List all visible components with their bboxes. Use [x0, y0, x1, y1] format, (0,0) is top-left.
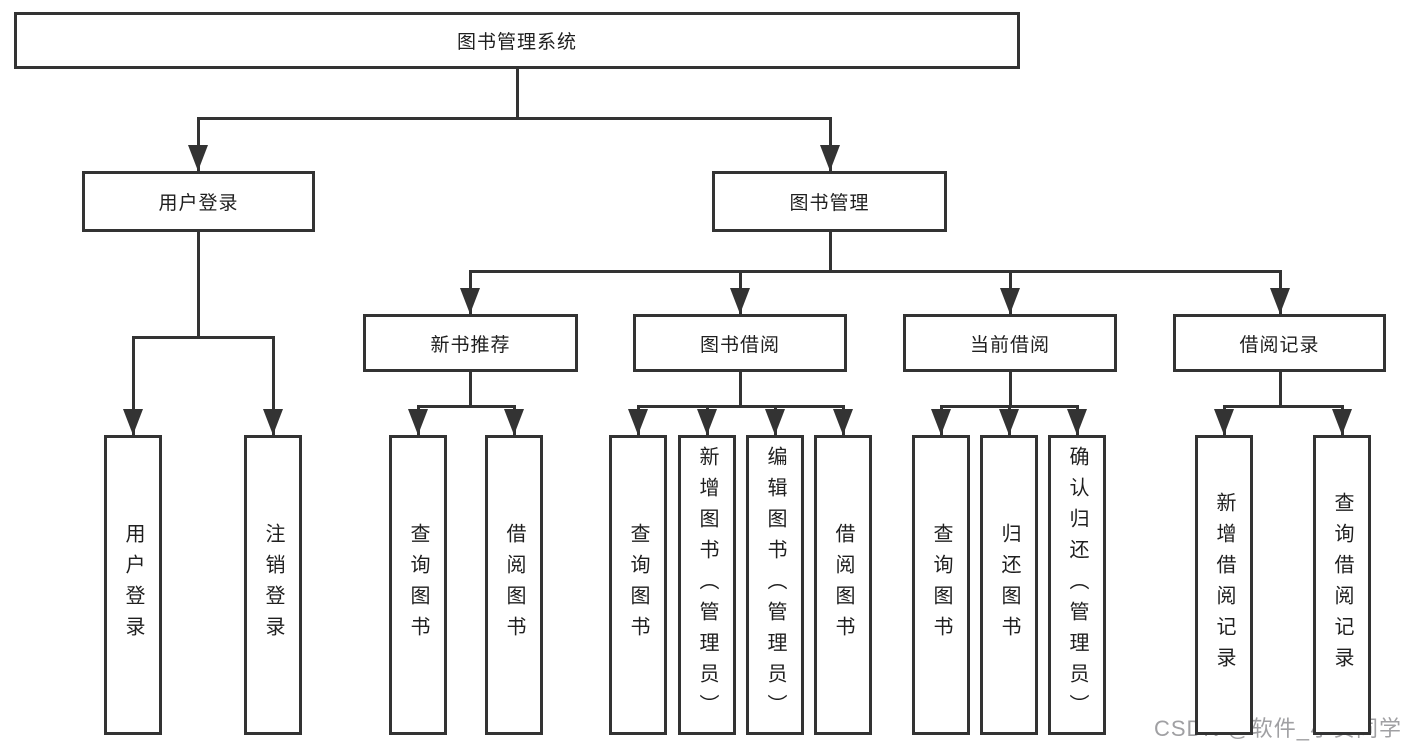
node-user-login: 用户登录	[82, 171, 315, 232]
arrow-down-icon	[628, 409, 648, 435]
connector-line	[829, 117, 832, 171]
connector-line	[829, 232, 832, 273]
connector-line	[417, 405, 516, 408]
arrow-down-icon	[931, 409, 951, 435]
connector-line	[637, 405, 845, 408]
node-leaf-bb-edit: 编辑图书（管理员）	[746, 435, 804, 735]
node-leaf-nbr-query: 查询图书	[389, 435, 447, 735]
arrow-down-icon	[263, 409, 283, 435]
arrow-down-icon	[1214, 409, 1234, 435]
node-book-mgmt: 图书管理	[712, 171, 947, 232]
connector-line	[469, 270, 1282, 273]
arrow-down-icon	[730, 288, 750, 314]
connector-line	[469, 372, 472, 408]
node-leaf-cb-confirm: 确认归还（管理员）	[1048, 435, 1106, 735]
node-leaf-bb-add: 新增图书（管理员）	[678, 435, 736, 735]
node-leaf-br-add: 新增借阅记录	[1195, 435, 1253, 735]
node-root: 图书管理系统	[14, 12, 1020, 69]
connector-line	[197, 117, 832, 120]
arrow-down-icon	[504, 409, 524, 435]
node-leaf-cb-return: 归还图书	[980, 435, 1038, 735]
arrow-down-icon	[408, 409, 428, 435]
arrow-down-icon	[833, 409, 853, 435]
connector-line	[1279, 372, 1282, 408]
node-leaf-bb-borrow: 借阅图书	[814, 435, 872, 735]
arrow-down-icon	[820, 145, 840, 171]
node-current-borrow: 当前借阅	[903, 314, 1117, 372]
arrow-down-icon	[765, 409, 785, 435]
connector-line	[132, 336, 135, 435]
arrow-down-icon	[1000, 288, 1020, 314]
connector-line	[197, 117, 200, 171]
arrow-down-icon	[460, 288, 480, 314]
arrow-down-icon	[123, 409, 143, 435]
connector-line	[516, 69, 519, 120]
node-book-borrow: 图书借阅	[633, 314, 847, 372]
arrow-down-icon	[1332, 409, 1352, 435]
arrow-down-icon	[1270, 288, 1290, 314]
arrow-down-icon	[697, 409, 717, 435]
connector-line	[1009, 372, 1012, 408]
node-leaf-cb-query: 查询图书	[912, 435, 970, 735]
arrow-down-icon	[1067, 409, 1087, 435]
connector-line	[197, 232, 200, 339]
node-leaf-user-login: 用户登录	[104, 435, 162, 735]
connector-line	[132, 336, 275, 339]
node-leaf-br-query: 查询借阅记录	[1313, 435, 1371, 735]
arrow-down-icon	[188, 145, 208, 171]
node-leaf-logout: 注销登录	[244, 435, 302, 735]
connector-line	[739, 372, 742, 408]
arrow-down-icon	[999, 409, 1019, 435]
node-leaf-bb-query: 查询图书	[609, 435, 667, 735]
node-new-book-rec: 新书推荐	[363, 314, 578, 372]
connector-line	[1223, 405, 1344, 408]
node-leaf-nbr-borrow: 借阅图书	[485, 435, 543, 735]
node-borrow-records: 借阅记录	[1173, 314, 1386, 372]
connector-line	[272, 336, 275, 435]
